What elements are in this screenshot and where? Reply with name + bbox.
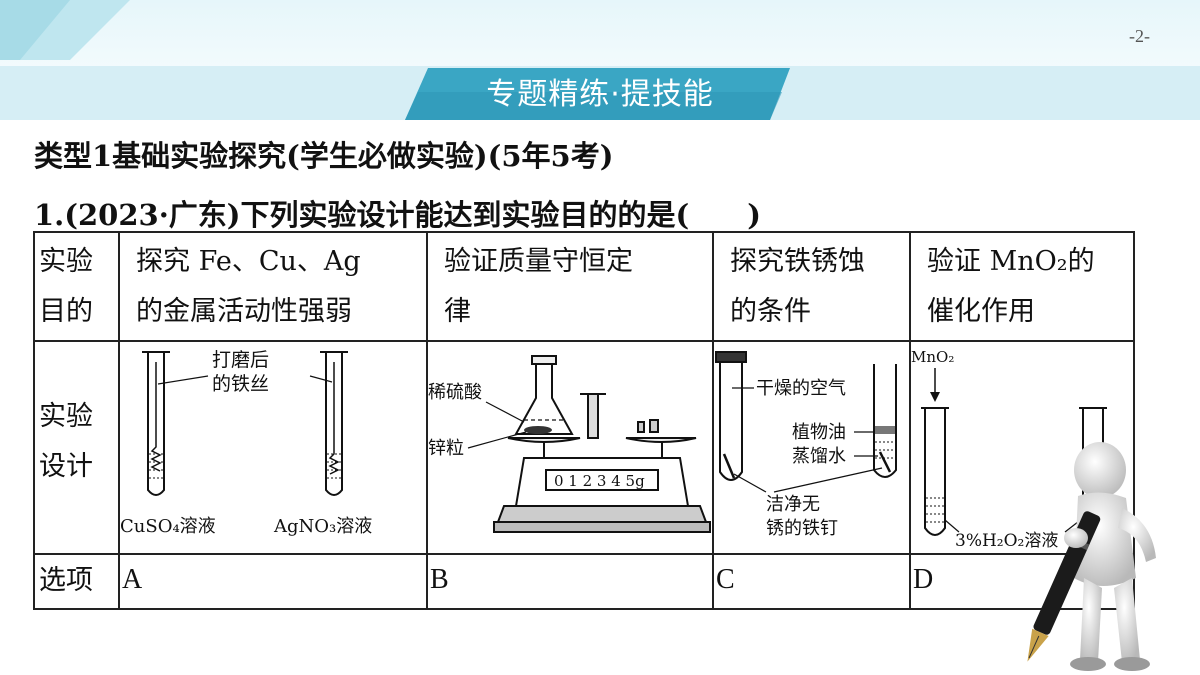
option-a-label: A: [122, 564, 143, 595]
option-a[interactable]: A: [118, 553, 428, 610]
design-header: 实验 设计: [33, 340, 120, 555]
option-c-label: C: [716, 564, 735, 595]
purpose-header-line1: 实验: [39, 246, 93, 277]
zinc-pointer: [467, 431, 527, 449]
design-header-line1: 实验: [39, 401, 93, 432]
option-b-label: B: [430, 564, 449, 595]
zinc-label: 锌粒: [428, 438, 464, 459]
option-header-label: 选项: [39, 565, 93, 596]
option-c[interactable]: C: [712, 553, 911, 610]
purpose-d: 验证 MnO₂的 催化作用: [909, 231, 1135, 342]
test-tube-right: [320, 351, 348, 496]
purpose-a-line1: 探究 Fe、Cu、Ag: [136, 246, 361, 277]
pointer-left: [157, 375, 209, 385]
question-table: 实验 目的 探究 Fe、Cu、Ag 的金属活动性强弱 验证质量守恒定 律 探究铁…: [33, 231, 1135, 610]
mno2-arrow: [930, 368, 940, 402]
wire-label-2: 的铁丝: [212, 373, 269, 395]
purpose-b-line1: 验证质量守恒定: [444, 246, 633, 277]
h2o2-label: 3%H₂O₂溶液: [955, 531, 1058, 551]
test-tube-left: [142, 351, 170, 496]
option-row: 选项 A B C D: [33, 553, 1135, 610]
oil-label: 植物油: [792, 422, 846, 443]
design-b: 0 1 2 3 4 5g 稀硫酸 锌粒: [426, 340, 714, 555]
purpose-row: 实验 目的 探究 Fe、Cu、Ag 的金属活动性强弱 验证质量守恒定 律 探究铁…: [33, 231, 1135, 342]
agno3-label: AgNO₃溶液: [273, 516, 372, 537]
solution-right: [327, 362, 341, 479]
purpose-c-line2: 的条件: [730, 296, 811, 327]
page-number: -2-: [1129, 26, 1150, 46]
acid-label: 稀硫酸: [428, 382, 482, 403]
design-c: 干燥的空气 植物油 蒸馏水 洁净无 锈的铁钉: [712, 340, 911, 555]
scale-label: 0 1 2 3 4 5g: [554, 472, 645, 490]
purpose-a-line2: 的金属活动性强弱: [136, 296, 352, 327]
balance: [493, 393, 711, 533]
sealed-tube: [715, 351, 747, 481]
conical-flask: [514, 355, 574, 435]
purpose-b: 验证质量守恒定 律: [426, 231, 714, 342]
purpose-header-line2: 目的: [39, 296, 93, 327]
solution-pointer-left: [944, 519, 960, 533]
question-text: 1.(2023·广东)下列实验设计能达到实验目的的是( ): [34, 198, 761, 232]
acid-pointer: [485, 401, 525, 423]
nail-label-2: 锈的铁钉: [766, 518, 838, 539]
purpose-c: 探究铁锈蚀 的条件: [712, 231, 911, 342]
solution-left: [149, 362, 163, 479]
test-tube-d-left: [921, 407, 949, 536]
water-label: 蒸馏水: [792, 446, 846, 467]
banner: [0, 66, 1200, 120]
design-row: 实验 设计: [33, 340, 1135, 555]
purpose-header: 实验 目的: [33, 231, 120, 342]
diagram-c: 干燥的空气 植物油 蒸馏水 洁净无 锈的铁钉: [715, 351, 897, 539]
purpose-d-line2: 催化作用: [927, 296, 1035, 327]
nail-pointer-left: [733, 473, 767, 493]
corner-decoration: [0, 0, 130, 60]
mno2-label: MnO₂: [911, 348, 954, 366]
banner-title: 专题精练·提技能: [486, 77, 714, 112]
option-d-label: D: [913, 564, 934, 595]
diagram-b: 0 1 2 3 4 5g 稀硫酸 锌粒: [428, 355, 711, 533]
cuso4-label: CuSO₄溶液: [120, 516, 216, 537]
purpose-a: 探究 Fe、Cu、Ag 的金属活动性强弱: [118, 231, 428, 342]
design-header-line2: 设计: [39, 451, 93, 482]
option-b[interactable]: B: [426, 553, 714, 610]
diagram-a: 打磨后 的铁丝 CuSO₄溶液 AgNO₃溶液: [120, 349, 372, 537]
option-header: 选项: [33, 553, 120, 610]
dry-air-label: 干燥的空气: [756, 378, 846, 399]
nail-pointer-right: [773, 467, 883, 493]
purpose-c-line1: 探究铁锈蚀: [730, 246, 865, 277]
nail-label-1: 洁净无: [766, 494, 820, 515]
pen-figure-illustration: [1027, 442, 1156, 671]
section-title: 类型1基础实验探究(学生必做实验)(5年5考): [34, 139, 614, 173]
design-a: 打磨后 的铁丝 CuSO₄溶液 AgNO₃溶液: [118, 340, 428, 555]
wire-label-1: 打磨后: [212, 349, 269, 371]
open-tube: [873, 364, 897, 478]
purpose-d-line1: 验证 MnO₂的: [927, 246, 1095, 277]
pointer-right: [309, 375, 333, 383]
purpose-b-line2: 律: [444, 296, 471, 327]
